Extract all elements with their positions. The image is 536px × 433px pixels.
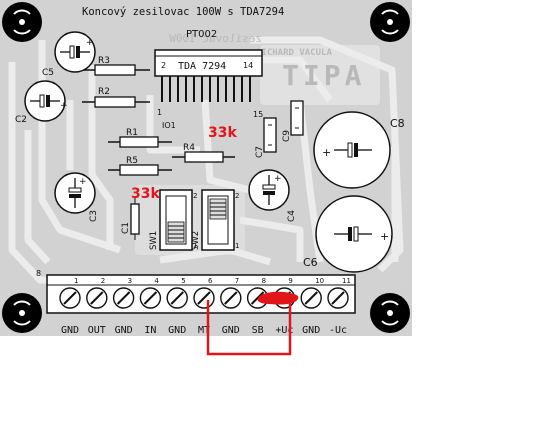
label-sw1: SW1 bbox=[149, 231, 159, 250]
label-c4: C4 bbox=[287, 210, 297, 222]
terminal-screw-2: 2 bbox=[86, 277, 108, 309]
terminal-label-9: +Uc bbox=[275, 325, 293, 336]
mounting-hole-top-left bbox=[2, 2, 42, 42]
mirror-author-text: RICHARD VACULA bbox=[256, 48, 332, 58]
terminal-screw-4: 4 bbox=[139, 277, 162, 309]
ic-pin-14-label: 14 bbox=[243, 61, 253, 70]
label-sw1-pos1: 1 bbox=[193, 242, 197, 250]
label-r3: R3 bbox=[98, 56, 110, 66]
resistor-r1: R1 bbox=[108, 128, 172, 148]
label-sw2: SW2 bbox=[191, 231, 201, 250]
label-c2: C2 bbox=[15, 115, 27, 125]
svg-text:+: + bbox=[79, 177, 87, 187]
capacitor-c5: + C5 bbox=[42, 31, 96, 78]
terminal-number-5: 5 bbox=[181, 277, 185, 285]
svg-text:+: + bbox=[60, 101, 68, 111]
ic-part-label: TDA 7294 bbox=[178, 61, 226, 72]
terminal-label-11: -Uc bbox=[329, 325, 347, 336]
terminal-number-9: 9 bbox=[288, 277, 292, 285]
svg-text:+: + bbox=[86, 38, 94, 48]
solder-bridge bbox=[257, 291, 299, 305]
svg-text:+: + bbox=[274, 174, 282, 184]
capacitor-c7: 15 C7 bbox=[253, 110, 277, 158]
switch-sw2: 2 1 SW2 bbox=[191, 189, 239, 251]
label-c9: C9 bbox=[282, 130, 292, 142]
terminal-label-10: GND bbox=[302, 325, 320, 336]
terminal-label-4: IN bbox=[144, 325, 156, 336]
label-r2: R2 bbox=[98, 87, 110, 97]
jumper-wire bbox=[206, 300, 292, 356]
label-c3: C3 bbox=[89, 210, 99, 222]
label-c7: C7 bbox=[255, 146, 265, 158]
terminal-label-2: OUT bbox=[88, 325, 106, 336]
terminal-label-7: GND bbox=[222, 325, 240, 336]
terminal-screw-11: 11 bbox=[327, 277, 351, 309]
mounting-hole-bottom-right bbox=[370, 293, 410, 333]
label-n15: 15 bbox=[253, 110, 263, 119]
terminal-screw-3: 3 bbox=[112, 277, 135, 309]
terminal-number-6: 6 bbox=[208, 277, 213, 285]
terminal-number-11: 11 bbox=[342, 277, 351, 285]
capacitor-c6: + C6 bbox=[303, 195, 393, 273]
terminal-label-8: SB bbox=[252, 325, 264, 336]
resistor-r2: R2 bbox=[82, 87, 150, 108]
mirrored-copper-text: zesilovac 100W RICHARD VACULA TIPA bbox=[169, 32, 365, 92]
resistor-r4: R4 bbox=[172, 143, 235, 163]
ic-pin-2-label: 2 bbox=[161, 61, 166, 70]
mounting-hole-bottom-left bbox=[2, 293, 42, 333]
capacitor-c3: + C3 bbox=[54, 172, 99, 222]
label-c1: C1 bbox=[121, 222, 131, 234]
capacitor-c8: + C8 bbox=[313, 111, 405, 189]
label-sw1-pos2: 2 bbox=[193, 192, 197, 200]
mirror-logo-text: TIPA bbox=[282, 59, 365, 92]
label-sw2-pos1: 1 bbox=[235, 242, 239, 250]
terminal-number-10: 10 bbox=[315, 277, 324, 285]
ic-pins bbox=[161, 76, 251, 102]
capacitor-c9: C9 bbox=[282, 100, 304, 142]
svg-text:+: + bbox=[380, 230, 389, 243]
terminal-label-5: GND bbox=[168, 325, 186, 336]
terminal-number-4: 4 bbox=[154, 277, 159, 285]
terminal-screw-1: 1 bbox=[59, 277, 81, 309]
capacitor-c4: + C4 bbox=[248, 169, 297, 222]
label-c6: C6 bbox=[303, 256, 318, 269]
resistor-r3: R3 bbox=[82, 56, 150, 76]
capacitor-c2: + C2 bbox=[15, 80, 68, 125]
mounting-hole-top-right bbox=[370, 2, 410, 42]
switch-sw1: 2 1 SW1 bbox=[149, 189, 197, 251]
label-c5: C5 bbox=[42, 68, 54, 78]
svg-text:+: + bbox=[322, 146, 331, 159]
label-r4: R4 bbox=[183, 143, 195, 153]
terminal-label-3: GND bbox=[115, 325, 133, 336]
terminal-screw-10: 10 bbox=[300, 277, 324, 309]
board-title: Koncový zesilovac 100W s TDA7294 bbox=[82, 6, 284, 18]
terminal-screw-5: 5 bbox=[166, 277, 188, 309]
terminal-number-1: 1 bbox=[74, 277, 78, 285]
ic-pin1-mark: 1 bbox=[157, 108, 162, 117]
terminal-labels: GND OUT GND IN GND MT GND SB +Uc GND -Uc bbox=[61, 325, 347, 336]
annotation-33k-r4: 33k bbox=[208, 125, 237, 141]
resistor-r5: R5 bbox=[108, 156, 172, 176]
terminal-number-7: 7 bbox=[235, 277, 239, 285]
ic-ref-label: IO1 bbox=[162, 121, 176, 130]
mirror-top-text: zesilovac 100W bbox=[169, 32, 262, 45]
terminal-number-2: 2 bbox=[101, 277, 105, 285]
terminal-row-mark: 8 bbox=[36, 269, 41, 278]
terminal-number-3: 3 bbox=[128, 277, 132, 285]
label-c8: C8 bbox=[390, 117, 405, 130]
capacitor-c1: C1 bbox=[121, 198, 140, 240]
ic-tda7294: 2 TDA 7294 14 1 IO1 bbox=[154, 49, 263, 130]
mounting-holes bbox=[2, 2, 410, 333]
terminal-label-6: MT bbox=[198, 325, 210, 336]
label-r5: R5 bbox=[126, 156, 138, 166]
terminal-label-1: GND bbox=[61, 325, 79, 336]
label-sw2-pos2: 2 bbox=[235, 192, 239, 200]
label-r1: R1 bbox=[126, 128, 138, 138]
annotation-33k-r5: 33k bbox=[131, 186, 160, 202]
board-code: PT002 bbox=[186, 29, 217, 40]
terminal-screw-7: 7 bbox=[220, 277, 242, 309]
terminal-number-8: 8 bbox=[262, 277, 266, 285]
